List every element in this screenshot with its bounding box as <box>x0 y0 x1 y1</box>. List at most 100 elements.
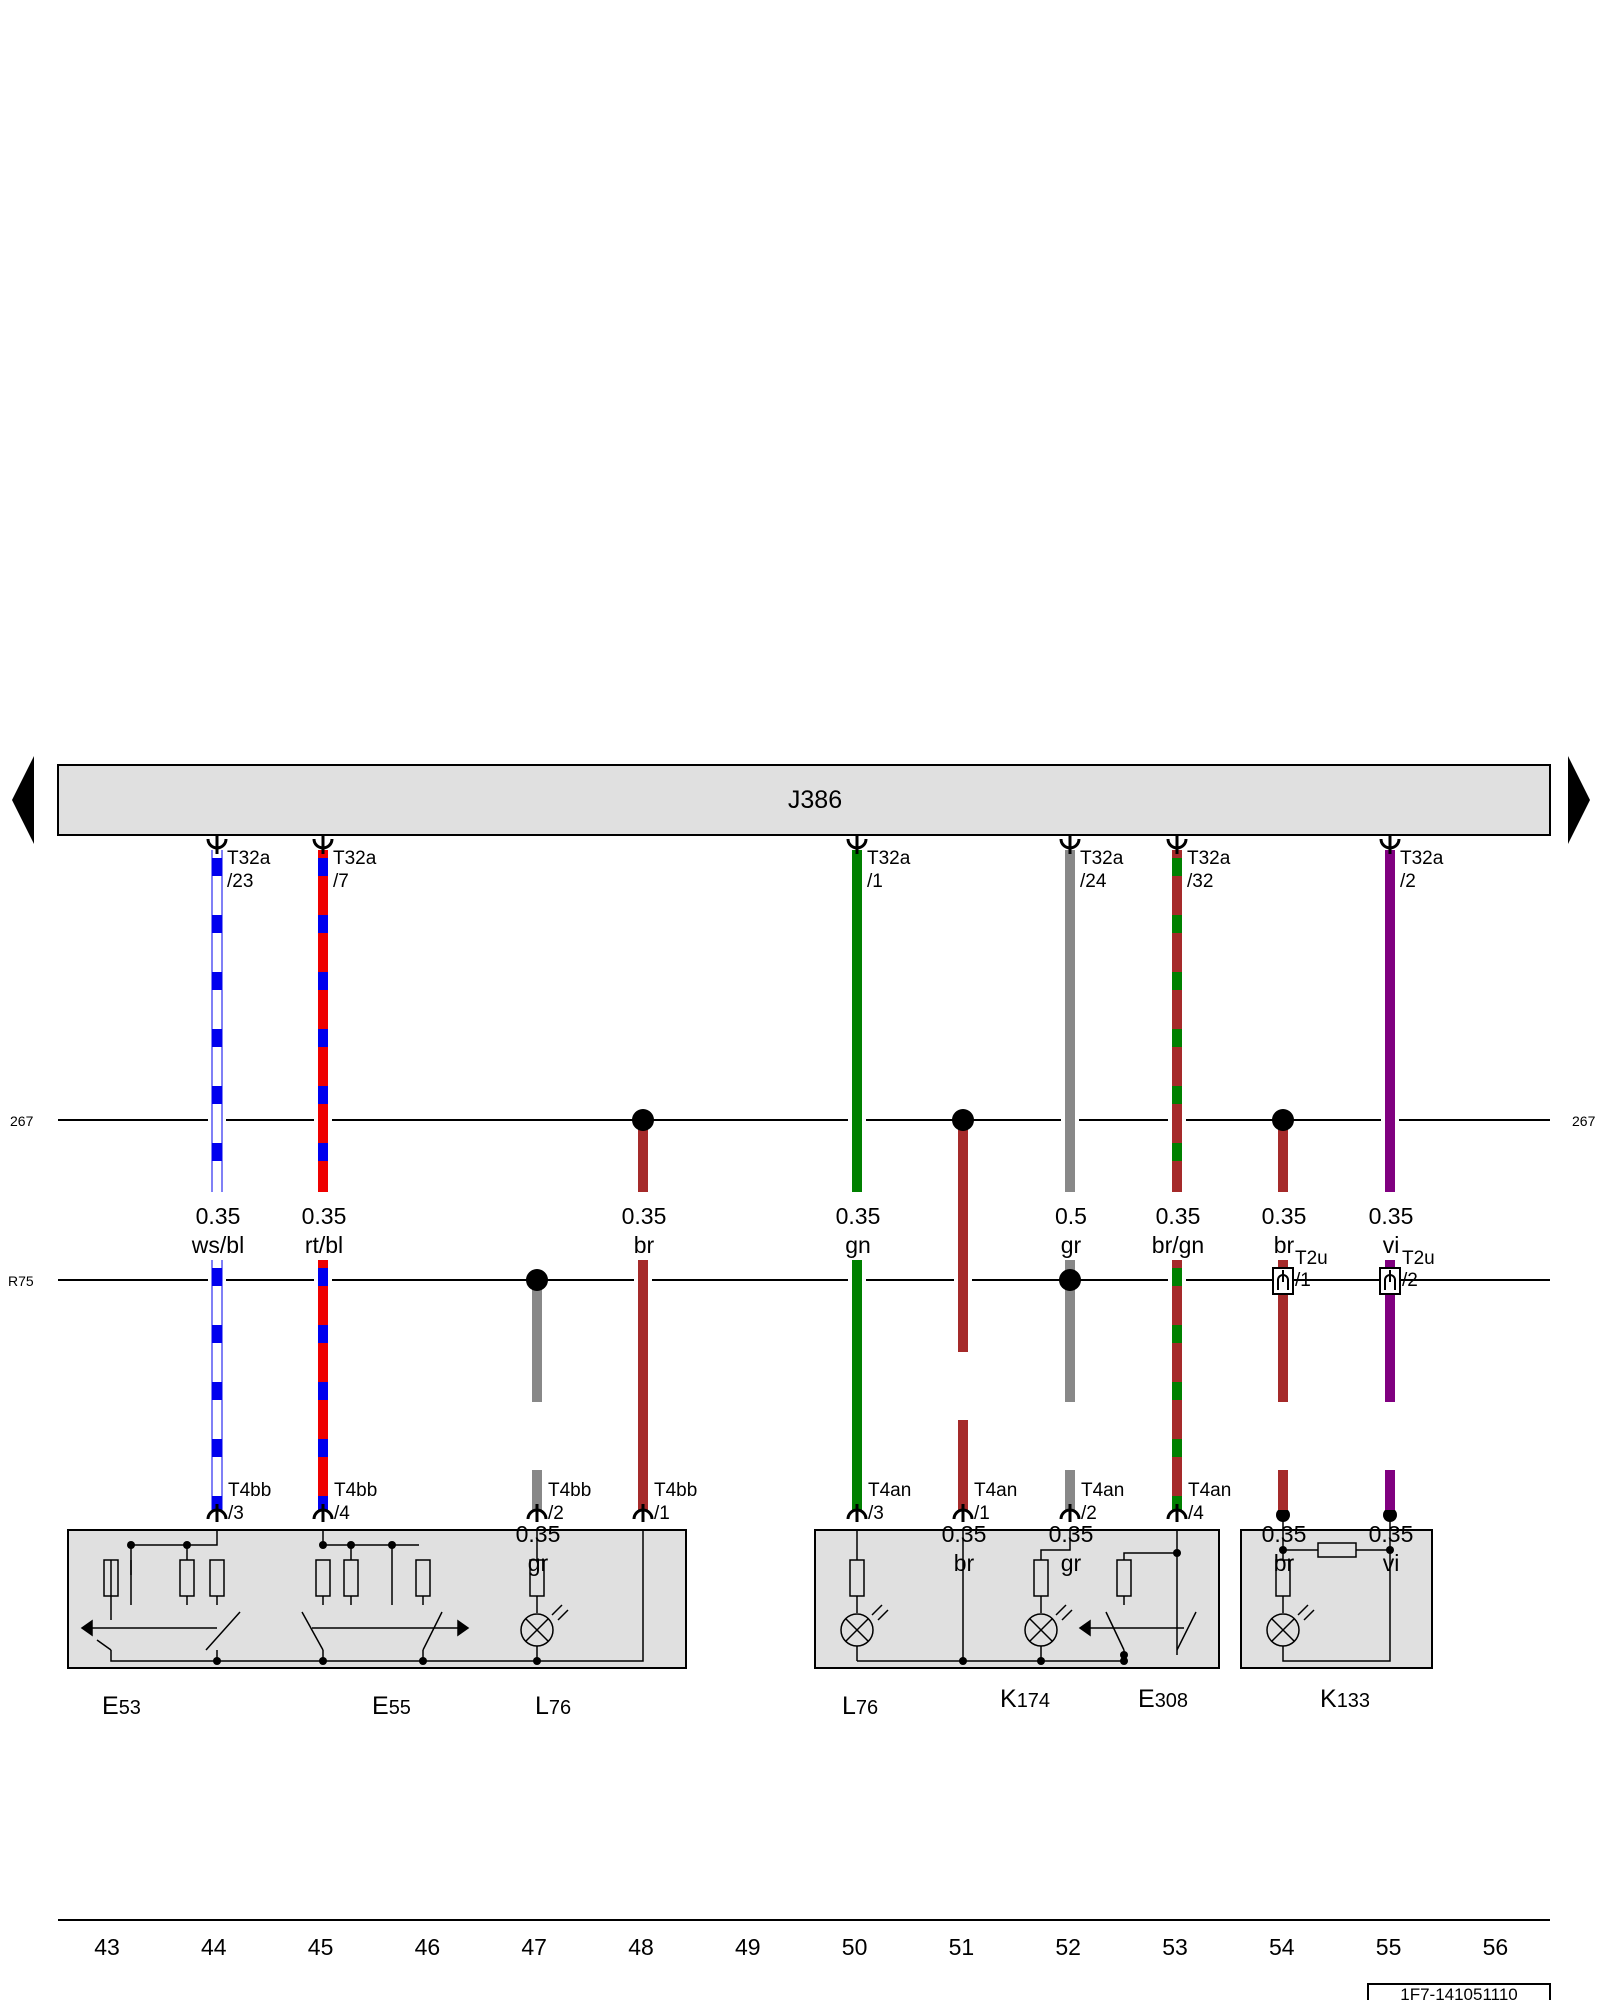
prev-page-arrow-icon[interactable] <box>12 756 34 844</box>
wire-layer <box>206 836 1401 1522</box>
wire-7[interactable] <box>1059 836 1081 1522</box>
label-layer: 0.35ws/blT32a/23T4bb/30.35rt/blT32a/7T4b… <box>191 848 1444 1576</box>
wire-7-segment-2[interactable] <box>1065 1260 1075 1402</box>
wire-9-segment-1[interactable] <box>1278 1120 1288 1192</box>
connector-top-10-name: T32a <box>1400 848 1444 869</box>
wire-10-segment-1[interactable] <box>1385 850 1395 1192</box>
connector-bottom-1 <box>206 1504 228 1522</box>
component-housings <box>67 1529 1433 1669</box>
wire-10-segment-2[interactable] <box>1385 1260 1395 1402</box>
wire-7-color-label: gr <box>1061 1232 1082 1258</box>
wire-9[interactable] <box>1272 1120 1294 1510</box>
component-label-l76-left: L76 <box>535 1692 571 1720</box>
wire-5-segment-1[interactable] <box>852 850 862 1192</box>
wire-4[interactable] <box>632 1120 654 1522</box>
connector-top-5 <box>846 836 868 854</box>
connector-bottom-4-pin: /1 <box>654 1503 670 1524</box>
wire-7-segment-3[interactable] <box>1065 1470 1075 1510</box>
doc-id-label: 1F7-141051110 <box>1400 1985 1518 2000</box>
grid-number-47: 47 <box>521 1934 547 1960</box>
connector-bottom-1-pin: /3 <box>228 1503 244 1524</box>
connector-bottom-1-name: T4bb <box>228 1480 271 1501</box>
wire-3-size-label: 0.35 <box>516 1521 561 1547</box>
wire-10-size-label: 0.35 <box>1369 1203 1414 1229</box>
connector-t2u-9-name: T2u <box>1295 1248 1328 1269</box>
wire-7-color-label: gr <box>1061 1550 1082 1576</box>
wire-9-segment-3[interactable] <box>1278 1470 1288 1510</box>
grid-number-49: 49 <box>735 1934 761 1960</box>
grid-number-56: 56 <box>1483 1934 1509 1960</box>
housing-l76-k174-e308 <box>814 1529 1220 1669</box>
connector-bottom-3 <box>526 1504 548 1522</box>
bus-lines: 267 267 R75 <box>8 1113 1596 1289</box>
next-page-arrow-icon[interactable] <box>1568 756 1590 844</box>
splice-point-1 <box>632 1109 654 1131</box>
wire-10-segment-3[interactable] <box>1385 1470 1395 1510</box>
bus-label-r75-left: R75 <box>8 1273 34 1289</box>
wire-1[interactable] <box>206 836 228 1522</box>
wire-1-segment-1[interactable] <box>212 850 222 1192</box>
wire-9-size-label: 0.35 <box>1262 1521 1307 1547</box>
connector-bottom-6-pin: /1 <box>974 1503 990 1524</box>
connector-top-1 <box>206 836 228 854</box>
wire-6-segment-1[interactable] <box>958 1120 968 1352</box>
wire-1-size-label: 0.35 <box>196 1203 241 1229</box>
component-label-e53: E53 <box>102 1692 141 1720</box>
connector-t2u-9-pin: /1 <box>1295 1270 1311 1291</box>
wire-4-segment-2[interactable] <box>638 1260 648 1510</box>
component-labels: E53 E55 L76 L76 K174 E308 K133 <box>102 1685 1370 1720</box>
wire-4-segment-1[interactable] <box>638 1120 648 1192</box>
connector-bottom-2-pin: /4 <box>334 1503 350 1524</box>
wire-10-color-label: vi <box>1383 1232 1400 1258</box>
wire-9-size-label: 0.35 <box>1262 1203 1307 1229</box>
wire-5[interactable] <box>846 836 868 1522</box>
grid-number-44: 44 <box>201 1934 227 1960</box>
splice-point-3 <box>1272 1109 1294 1131</box>
wire-3-segment-1[interactable] <box>532 1280 542 1402</box>
connector-bottom-2 <box>312 1504 334 1522</box>
wire-3-segment-2[interactable] <box>532 1470 542 1510</box>
splice-point-2 <box>952 1109 974 1131</box>
grid-number-54: 54 <box>1269 1934 1295 1960</box>
grid-number-52: 52 <box>1055 1934 1081 1960</box>
connector-bottom-6 <box>952 1504 974 1522</box>
wire-5-segment-2[interactable] <box>852 1260 862 1510</box>
wire-10[interactable] <box>1379 836 1401 1510</box>
component-label-e55: E55 <box>372 1692 411 1720</box>
component-label-l76-right: L76 <box>842 1692 878 1720</box>
connector-top-8-pin: /32 <box>1187 871 1213 892</box>
bus-label-267-right: 267 <box>1572 1113 1596 1129</box>
wire-6-segment-2[interactable] <box>958 1420 968 1510</box>
grid-number-50: 50 <box>842 1934 868 1960</box>
connector-top-8-name: T32a <box>1187 848 1231 869</box>
connector-top-10 <box>1379 836 1401 854</box>
connector-t2u-10-pin: /2 <box>1402 1270 1418 1291</box>
wire-2[interactable] <box>312 836 334 1522</box>
wire-8-segment-1[interactable] <box>1172 850 1182 1192</box>
wire-9-color-label: br <box>1274 1550 1295 1576</box>
wire-7-size-label: 0.35 <box>1049 1521 1094 1547</box>
connector-t2u-10 <box>1379 1267 1401 1295</box>
wire-7-segment-1[interactable] <box>1065 850 1075 1192</box>
connector-bottom-6-name: T4an <box>974 1480 1017 1501</box>
wire-8[interactable] <box>1166 836 1188 1522</box>
connector-bottom-3-name: T4bb <box>548 1480 591 1501</box>
component-label-k133: K133 <box>1320 1685 1370 1713</box>
connector-bottom-7-pin: /2 <box>1081 1503 1097 1524</box>
wire-7-size-label: 0.5 <box>1055 1203 1087 1229</box>
wire-9-segment-2[interactable] <box>1278 1260 1288 1402</box>
grid-number-48: 48 <box>628 1934 654 1960</box>
component-label-k174: K174 <box>1000 1685 1050 1713</box>
wire-3[interactable] <box>526 1280 548 1522</box>
connector-bottom-3-pin: /2 <box>548 1503 564 1524</box>
wire-6[interactable] <box>952 1120 974 1522</box>
wire-2-segment-1[interactable] <box>318 850 328 1192</box>
internal-circuits <box>80 1515 1391 1662</box>
connector-bottom-8-pin: /4 <box>1188 1503 1204 1524</box>
control-unit-bar: J386 <box>57 764 1551 836</box>
grid-number-45: 45 <box>308 1934 334 1960</box>
connector-bottom-8 <box>1166 1504 1188 1522</box>
splice-point-4 <box>526 1269 548 1291</box>
